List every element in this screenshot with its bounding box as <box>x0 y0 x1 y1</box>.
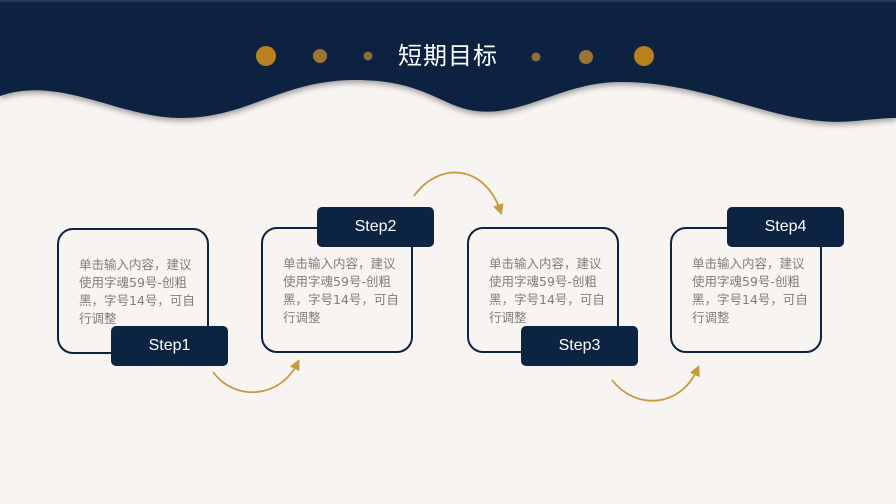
arrow-step3-to-step4 <box>611 365 700 402</box>
step-2-text: 单击输入内容，建议使用字魂59号-创粗黑，字号14号，可自行调整 <box>283 256 399 325</box>
arrow-step2-to-step3 <box>413 171 504 216</box>
step-1-label[interactable]: Step1 <box>111 326 228 366</box>
page-title: 短期目标 <box>398 42 498 70</box>
decorative-dots <box>256 46 654 66</box>
arrow-step1-to-step2 <box>212 359 300 394</box>
step-3-text: 单击输入内容，建议使用字魂59号-创粗黑，字号14号，可自行调整 <box>489 256 605 325</box>
step-2-card[interactable]: 单击输入内容，建议使用字魂59号-创粗黑，字号14号，可自行调整 <box>261 227 413 353</box>
step-4-label[interactable]: Step4 <box>727 207 844 247</box>
step-2-label[interactable]: Step2 <box>317 207 434 247</box>
step-4-card[interactable]: 单击输入内容，建议使用字魂59号-创粗黑，字号14号，可自行调整 <box>670 227 822 353</box>
step-1-text: 单击输入内容，建议使用字魂59号-创粗黑，字号14号，可自行调整 <box>79 257 195 326</box>
step-4-text: 单击输入内容，建议使用字魂59号-创粗黑，字号14号，可自行调整 <box>692 256 808 325</box>
step-3-label[interactable]: Step3 <box>521 326 638 366</box>
